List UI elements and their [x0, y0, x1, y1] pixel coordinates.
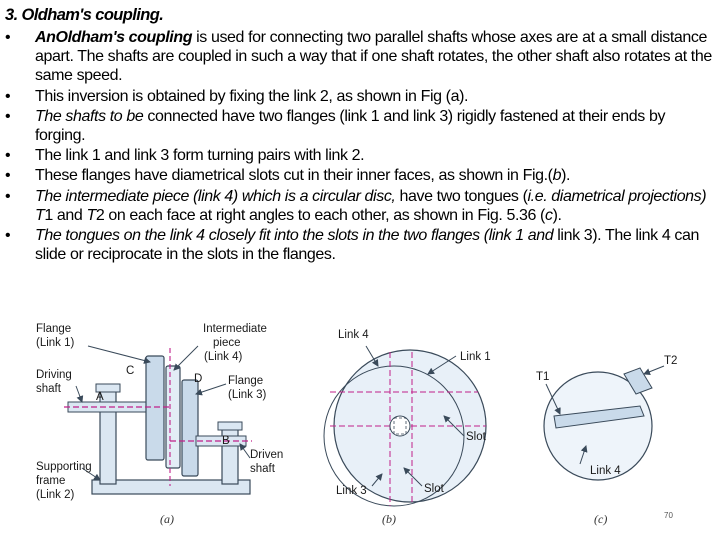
bullet-italic: The intermediate piece (link 4) which is…: [35, 187, 396, 205]
figure-c: T1 T2 Link 4 (c): [536, 355, 677, 526]
label-b-link3: Link 3: [336, 485, 367, 497]
label-flange-link1-l2: (Link 1): [36, 337, 75, 349]
bullet-italic: c: [545, 206, 553, 224]
bullet-text: 2 on each face at right angles to each o…: [95, 206, 546, 224]
bullet-dot: •: [5, 29, 11, 46]
label-point-b: B: [222, 435, 230, 447]
tongue-t1-shape: [553, 405, 645, 429]
figure-b: Link 4 Link 1 Slot Slot Link 3 (b): [323, 329, 491, 526]
bullet-text: link 3). The link 4 can slide or recipro…: [35, 227, 699, 264]
label-b-slot2: Slot: [424, 483, 445, 495]
label-frame-l1: Supporting: [36, 461, 92, 473]
bullet-dot: •: [5, 147, 11, 165]
bullet-text: have two tongues (: [395, 187, 528, 205]
intermediate-piece-shape: [165, 365, 181, 469]
bullet-italic: i.e. diametrical projections) T: [35, 187, 707, 224]
bullet-definition: • AnOldham's coupling is used for connect…: [0, 28, 720, 86]
flange-link1-shape: [145, 355, 165, 461]
bullet-dot: •: [5, 167, 11, 185]
caption-c: (c): [594, 512, 607, 526]
bullet-italic: The tongues on the link 4 closely fit in…: [35, 227, 554, 245]
label-driven-l1: Driven: [250, 449, 283, 461]
bullet-tongues: • The tongues on the link 4 closely fit i…: [0, 226, 720, 264]
bullet-intermediate: • The intermediate piece (link 4) which i…: [0, 187, 720, 225]
bullet-bold-term: Oldham's coupling: [55, 29, 193, 46]
label-point-d: D: [194, 373, 202, 385]
label-frame-l3: (Link 2): [36, 489, 75, 501]
label-frame-l2: frame: [36, 475, 65, 487]
slide-title: 3. Oldham's coupling.: [5, 6, 164, 24]
bullet-dot: •: [5, 87, 11, 105]
label-flange-link3-l1: Flange: [228, 375, 263, 387]
oldham-coupling-figure: Flange (Link 1) Intermediate piece (Link…: [36, 323, 677, 526]
flange-link3-shape: [181, 379, 199, 477]
bullet-text: is used for connecting two parallel shaf…: [35, 29, 712, 85]
label-b-link4: Link 4: [338, 329, 369, 341]
bullet-slots: • These flanges have diametrical slots cu…: [0, 166, 720, 185]
label-flange-link3-l2: (Link 3): [228, 389, 267, 401]
caption-b: (b): [382, 512, 396, 526]
bullet-text: connected have two flanges (link 1 and l…: [35, 107, 666, 145]
bullet-dot: •: [5, 187, 11, 205]
page-number: 70: [664, 511, 673, 520]
label-driving-l1: Driving: [36, 369, 72, 381]
label-b-link1: Link 1: [460, 351, 491, 363]
label-c-t1: T1: [536, 371, 549, 383]
label-intermediate-l3: (Link 4): [204, 351, 243, 363]
bullet-bold-lead: An: [35, 29, 56, 46]
tongue-t2-shape: [623, 367, 653, 395]
bullet-italic: T: [86, 206, 96, 224]
figure-a: Flange (Link 1) Intermediate piece (Link…: [36, 323, 283, 526]
bullet-text: 1 and: [44, 206, 87, 224]
intermediate-disc-shape: [543, 371, 653, 481]
label-c-link4: Link 4: [590, 465, 621, 477]
label-driving-l2: shaft: [36, 383, 62, 395]
bullet-text: ).: [561, 167, 571, 185]
bullet-list: • AnOldham's coupling is used for connect…: [0, 28, 720, 265]
bullet-dot: •: [5, 227, 11, 245]
bullet-text: This inversion is obtained by fixing the…: [35, 87, 469, 105]
label-point-c: C: [126, 365, 134, 377]
label-flange-link1-l1: Flange: [36, 323, 71, 335]
bullet-text: The link 1 and link 3 form turning pairs…: [35, 147, 365, 165]
caption-a: (a): [160, 512, 174, 526]
bullet-text: ).: [552, 206, 562, 224]
bullet-turning-pairs: • The link 1 and link 3 form turning pair…: [0, 146, 720, 165]
bullet-text: These flanges have diametrical slots cut…: [35, 167, 553, 185]
bullet-italic: The shafts to be: [35, 107, 144, 125]
label-b-slot1: Slot: [466, 431, 487, 443]
label-intermediate-l2: piece: [213, 337, 241, 349]
label-c-t2: T2: [664, 355, 677, 367]
label-intermediate-l1: Intermediate: [203, 323, 267, 335]
label-point-a: A: [96, 391, 104, 403]
bullet-fig-ref: b: [552, 167, 562, 185]
label-driven-l2: shaft: [250, 463, 276, 475]
bullet-inversion: • This inversion is obtained by fixing t…: [0, 87, 720, 106]
bullet-flanges: • The shafts to be connected have two fla…: [0, 107, 720, 145]
bullet-dot: •: [5, 107, 11, 125]
